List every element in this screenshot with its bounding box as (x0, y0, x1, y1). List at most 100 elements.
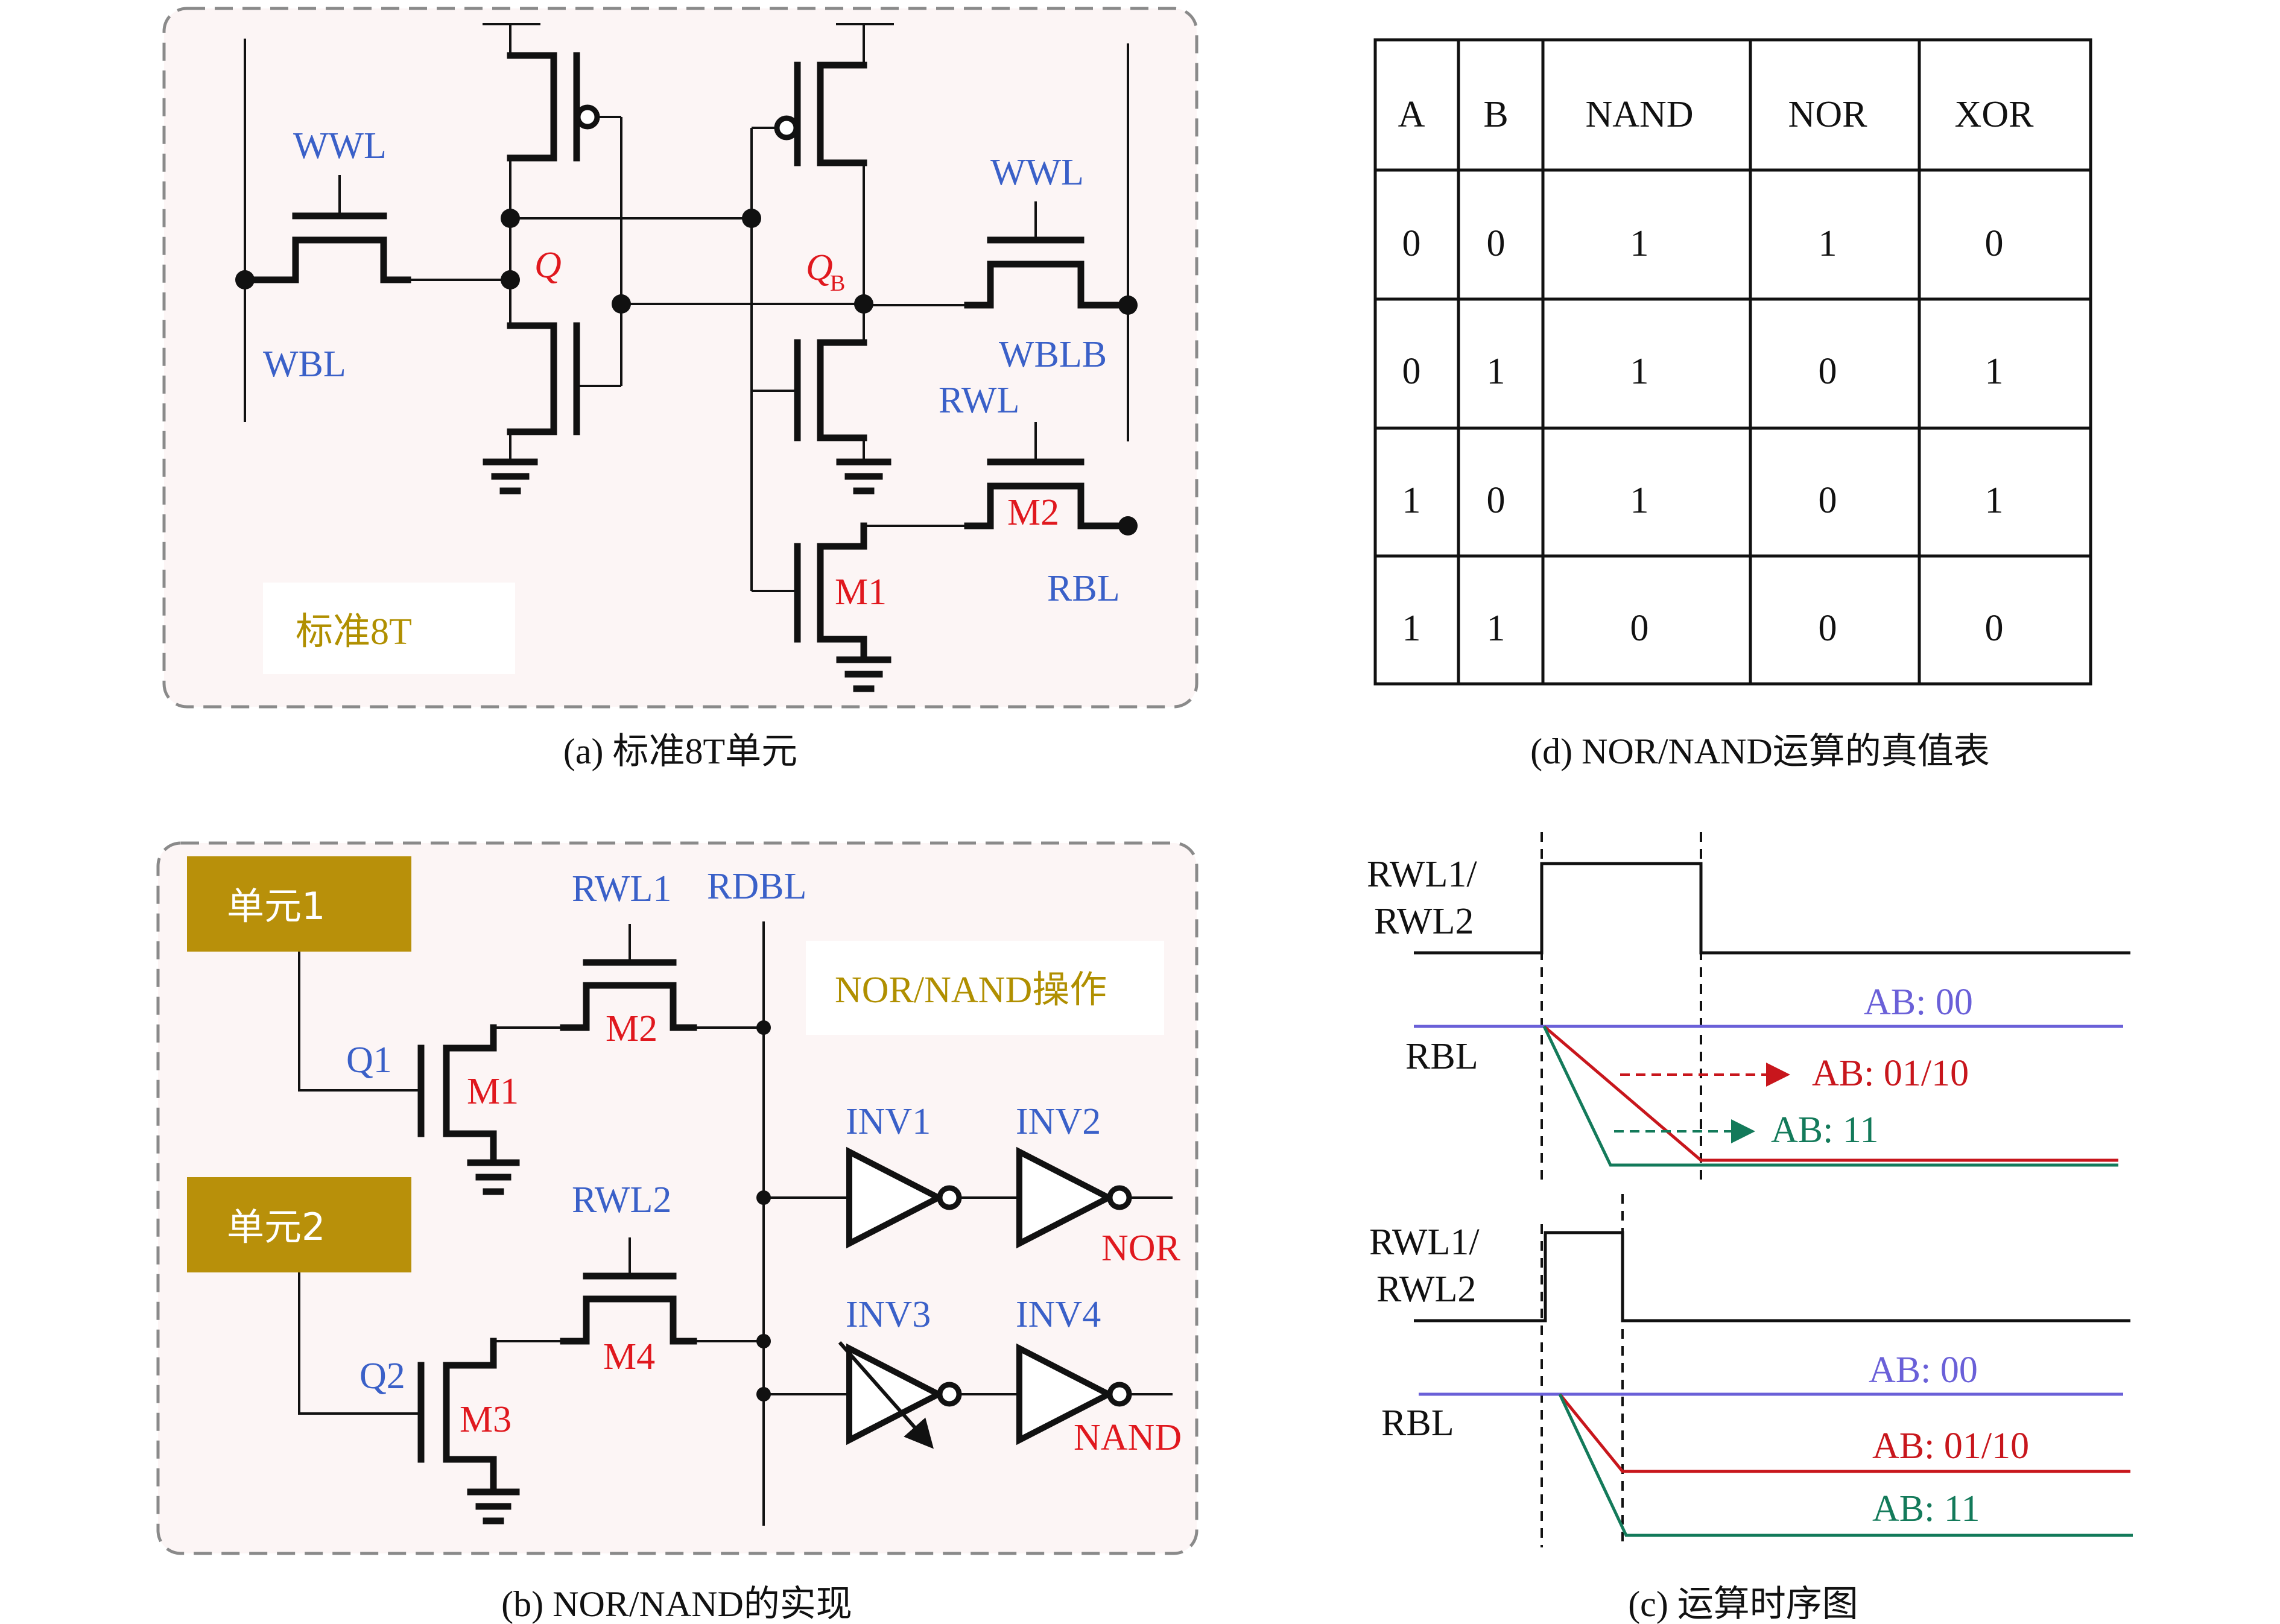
bottom-ab11-trace (1558, 1393, 2133, 1537)
label-q1: Q1 (346, 1040, 392, 1081)
left-pmos-bubble (575, 104, 600, 130)
label-inv3: INV3 (846, 1294, 931, 1335)
top-ab11-trace (1542, 1025, 2118, 1167)
left-access-transistor (241, 236, 411, 283)
cell: 0 (1487, 223, 1506, 264)
caption-b: (b) NOR/NAND的实现 (501, 1584, 852, 1624)
label-q2: Q2 (359, 1356, 405, 1397)
label-rwl2: RWL2 (572, 1180, 671, 1221)
label-m2b: M2 (606, 1008, 657, 1049)
cell: 0 (1630, 608, 1649, 649)
bottom-ab0110-trace (1559, 1393, 2130, 1473)
label-wwl-right: WWL (990, 152, 1084, 193)
top-rwl-waveform (1414, 862, 2130, 955)
label-qb-sub: B (830, 271, 845, 296)
label-rdbl: RDBL (707, 866, 806, 907)
q-node-dot (501, 270, 520, 289)
label-wwl-left: WWL (293, 125, 387, 166)
m4b-transistor (560, 1295, 697, 1345)
cell: 0 (1985, 223, 2004, 264)
q-right-node (742, 209, 761, 228)
cell: 1 (1402, 480, 1421, 521)
label-rwl: RWL (939, 380, 1019, 421)
inv3-bubble (937, 1382, 962, 1407)
top-ab0110-label: AB: 01/10 (1812, 1053, 1969, 1094)
top-ab00-label: AB: 00 (1864, 982, 1973, 1023)
header-nor: NOR (1788, 94, 1868, 135)
bottom-rwl-label-2: RWL2 (1376, 1269, 1476, 1310)
top-rwl-label-2: RWL2 (1374, 901, 1474, 942)
rbl-node (1118, 516, 1138, 536)
cell: 1 (1402, 608, 1421, 649)
inv2-symbol (1016, 1146, 1115, 1249)
top-rbl-label: RBL (1405, 1036, 1478, 1077)
m1-transistor (817, 522, 867, 663)
m3b-transistor (443, 1338, 497, 1496)
cell: 0 (1487, 480, 1506, 521)
cell: 1 (1985, 480, 2004, 521)
inv3-skew-arrow (838, 1341, 934, 1449)
table-row: 0 1 1 0 1 (1402, 351, 2004, 392)
top-ab0110-trace (1543, 1025, 2118, 1162)
header-nand: NAND (1585, 94, 1693, 135)
label-q: Q (534, 245, 562, 286)
cell: 0 (1402, 223, 1421, 264)
inv4-bubble (1107, 1382, 1132, 1407)
right-nmos (817, 339, 867, 441)
label-inv4: INV4 (1016, 1294, 1101, 1335)
label-nor: NOR (1101, 1228, 1181, 1269)
cell1-q1-wire (298, 952, 421, 1092)
table-row: 1 1 0 0 0 (1402, 608, 2004, 649)
label-rbl: RBL (1047, 568, 1120, 609)
table-header-row: A B NAND NOR XOR (1398, 94, 2034, 135)
label-inv1: INV1 (846, 1101, 931, 1142)
panel-a-tag-box (263, 583, 515, 674)
top-ab11-label: AB: 11 (1771, 1110, 1879, 1151)
cell: 1 (1487, 608, 1506, 649)
label-qb: Q (806, 247, 833, 288)
header-xor: XOR (1955, 94, 2035, 135)
label-rwl1: RWL1 (572, 868, 671, 909)
right-access-transistor (964, 261, 1132, 309)
label-m1b: M1 (467, 1071, 519, 1112)
bottom-ab0110-label: AB: 01/10 (1872, 1426, 2029, 1467)
table-row: 0 0 1 1 0 (1402, 223, 2004, 264)
label-nand: NAND (1074, 1417, 1182, 1458)
label-wblb: WBLB (999, 334, 1107, 375)
label-inv2: INV2 (1016, 1101, 1101, 1142)
panel-b-tag-box (806, 941, 1164, 1035)
panel-a-tag: 标准8T (296, 611, 412, 652)
m2-transistor (964, 482, 1132, 529)
cell1-block (187, 856, 411, 952)
m1b-transistor (443, 1024, 497, 1166)
panel-b-tag: NOR/NAND操作 (835, 970, 1107, 1011)
table-grid (1373, 38, 2092, 686)
bottom-rwl-waveform (1414, 1231, 2130, 1322)
label-m4b: M4 (603, 1336, 655, 1377)
cell: 0 (1819, 608, 1837, 649)
inv2-bubble (1107, 1185, 1132, 1210)
cell: 1 (1630, 223, 1649, 264)
label-m1: M1 (835, 572, 887, 613)
caption-d: (d) NOR/NAND运算的真值表 (1530, 731, 1990, 771)
label-m2: M2 (1007, 492, 1059, 533)
cell2-block (187, 1177, 411, 1272)
inv1-symbol (846, 1146, 945, 1249)
bottom-ab00-label: AB: 00 (1869, 1350, 1978, 1391)
cell: 1 (1630, 351, 1649, 392)
panel-c-timing: RWL1/ RWL2 RBL AB: 00 AB: 01/10 AB: 11 R… (1367, 832, 2133, 1547)
bottom-rwl-label-1: RWL1/ (1369, 1222, 1480, 1263)
caption-c: (c) 运算时序图 (1628, 1584, 1858, 1624)
left-pmos (507, 52, 557, 162)
right-pmos-bubble (774, 115, 799, 141)
label-wbl: WBL (263, 344, 346, 385)
cell1-label: 单元1 (227, 884, 325, 928)
top-rwl-label-1: RWL1/ (1367, 854, 1477, 895)
cell: 0 (1819, 480, 1837, 521)
bottom-rbl-label: RBL (1381, 1403, 1454, 1444)
cell: 1 (1819, 223, 1837, 264)
label-m3b: M3 (460, 1399, 511, 1440)
cell: 0 (1402, 351, 1421, 392)
table-row: 1 0 1 0 1 (1402, 480, 2004, 521)
cell2-q2-wire (298, 1272, 421, 1415)
